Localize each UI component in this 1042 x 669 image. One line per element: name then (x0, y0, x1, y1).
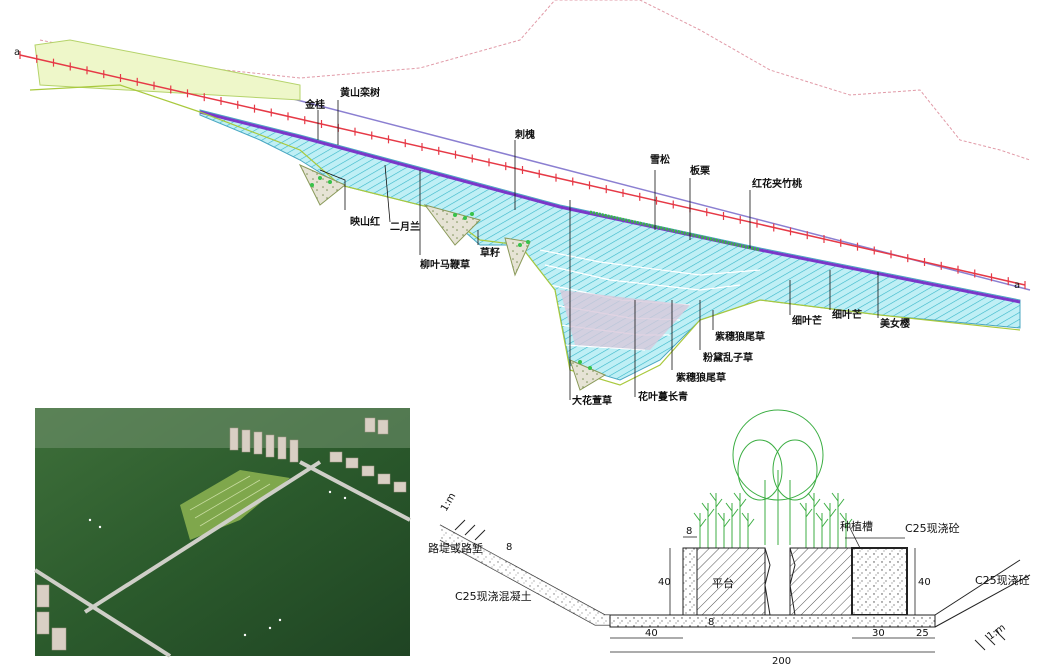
left-slope-ratio: 1:m (439, 491, 458, 513)
aerial-background (35, 408, 410, 656)
dim-8-bottom: 8 (708, 617, 714, 628)
right-slope (934, 559, 1021, 616)
grass-patch-2 (423, 204, 481, 246)
right-wall (851, 547, 908, 616)
shrub-stroke (839, 512, 853, 548)
centerline-ticks (19, 51, 1026, 289)
left-wall (682, 547, 698, 616)
dim-25: 25 (916, 628, 929, 639)
label-meinvying: 美女樱 (880, 317, 910, 330)
shrub-stroke (733, 492, 747, 548)
dim-200: 200 (772, 656, 791, 667)
shrub-sketch (693, 492, 853, 548)
dim-8-slope: 8 (506, 542, 512, 553)
base-slab (609, 614, 936, 628)
label-zijiao2: 紫穗狼尾草 (715, 330, 765, 343)
label-huaye: 花叶蔓长青 (638, 390, 688, 403)
dimension-lines (610, 527, 935, 653)
slope-hedge (589, 210, 761, 252)
dim-40-bottom: 40 (645, 628, 658, 639)
label-cihuai: 刺槐 (514, 128, 535, 141)
slope-top-purple (199, 110, 1021, 304)
trough-gap (764, 547, 771, 616)
label-fenluan: 粉黛乱子草 (703, 351, 753, 364)
label-yingshanhong: 映山红 (350, 215, 380, 228)
shrub-stroke (815, 512, 829, 548)
label-eryuelan: 二月兰 (390, 220, 420, 233)
platform-label: 平台 (712, 576, 734, 590)
shrub-stroke (741, 512, 755, 548)
label-dahuaxuan: 大花萱草 (572, 394, 612, 407)
green-shrub-dots (310, 176, 592, 370)
shrub-stroke (807, 492, 821, 548)
platform-block (696, 547, 766, 616)
c25-cast-label-right: C25现浇砼 (975, 574, 1030, 587)
dim-40-right: 40 (918, 577, 931, 588)
city-blocks (36, 417, 407, 651)
shrub-stroke (799, 502, 813, 548)
label-xiyemang2: 细叶芒 (832, 308, 862, 321)
c25-cast-label-top: C25现浇砼 (905, 522, 960, 535)
label-liuye: 柳叶马鞭草 (420, 258, 470, 271)
shrub-stroke (693, 512, 707, 548)
left-slope-concrete (440, 525, 680, 625)
shrub-stroke (823, 502, 837, 548)
plant-labels: 金桂 黄山栾树 刺槐 雪松 板栗 红花夹竹桃 映山红 二月兰 柳叶马鞭草 草籽 … (304, 86, 910, 407)
shrub-stroke (701, 502, 715, 548)
right-slope-bottom (934, 574, 1031, 628)
label-xiyemang1: 细叶芒 (792, 314, 822, 327)
shrub-stroke (709, 492, 723, 548)
start-marker: a (14, 47, 20, 58)
label-jingui: 金桂 (304, 98, 325, 111)
leader-lines (317, 100, 879, 400)
dim-8-top: 8 (686, 526, 692, 537)
shrub-stroke (717, 512, 731, 548)
grass-patch-3 (504, 237, 531, 277)
aerial-birds (88, 490, 347, 637)
grass-patch-4 (569, 359, 607, 391)
dim-30: 30 (872, 628, 885, 639)
section-detail: 1:m 1:m 路堤或路堑 C25现浇混凝土 种植槽 C25现浇砼 C25现浇砼… (428, 409, 1031, 667)
end-marker: a (1014, 280, 1020, 291)
ravine-pocket (560, 290, 690, 350)
slope-left-wedge (34, 39, 301, 101)
label-banli: 板栗 (690, 164, 710, 177)
label-caozi: 草籽 (480, 246, 500, 259)
tree-sketch (732, 409, 824, 545)
shrub-stroke (831, 492, 845, 548)
left-hatch (454, 519, 486, 541)
label-xuesong: 雪松 (650, 153, 670, 166)
aerial-sky-haze (35, 408, 410, 448)
embankment-label: 路堤或路堑 (428, 541, 483, 555)
aerial-roads (33, 460, 411, 658)
slope-plan: a a 金桂 黄山栾树 刺槐 雪松 (14, 0, 1031, 407)
label-huangshanluan: 黄山栾树 (340, 86, 380, 99)
c25-concrete-label: C25现浇混凝土 (455, 589, 532, 603)
aerial-rendering (33, 408, 411, 658)
label-zijiao1: 紫穗狼尾草 (676, 371, 726, 384)
mountain-outline (39, 0, 1031, 161)
platform-block-right (789, 547, 853, 616)
right-hatch (974, 629, 1006, 651)
trough-gap-2 (789, 547, 796, 616)
shrub-stroke (725, 502, 739, 548)
dim-40-left: 40 (658, 577, 671, 588)
planting-groove-label: 种植槽 (840, 519, 873, 533)
label-hongjia: 红花夹竹桃 (752, 177, 802, 190)
